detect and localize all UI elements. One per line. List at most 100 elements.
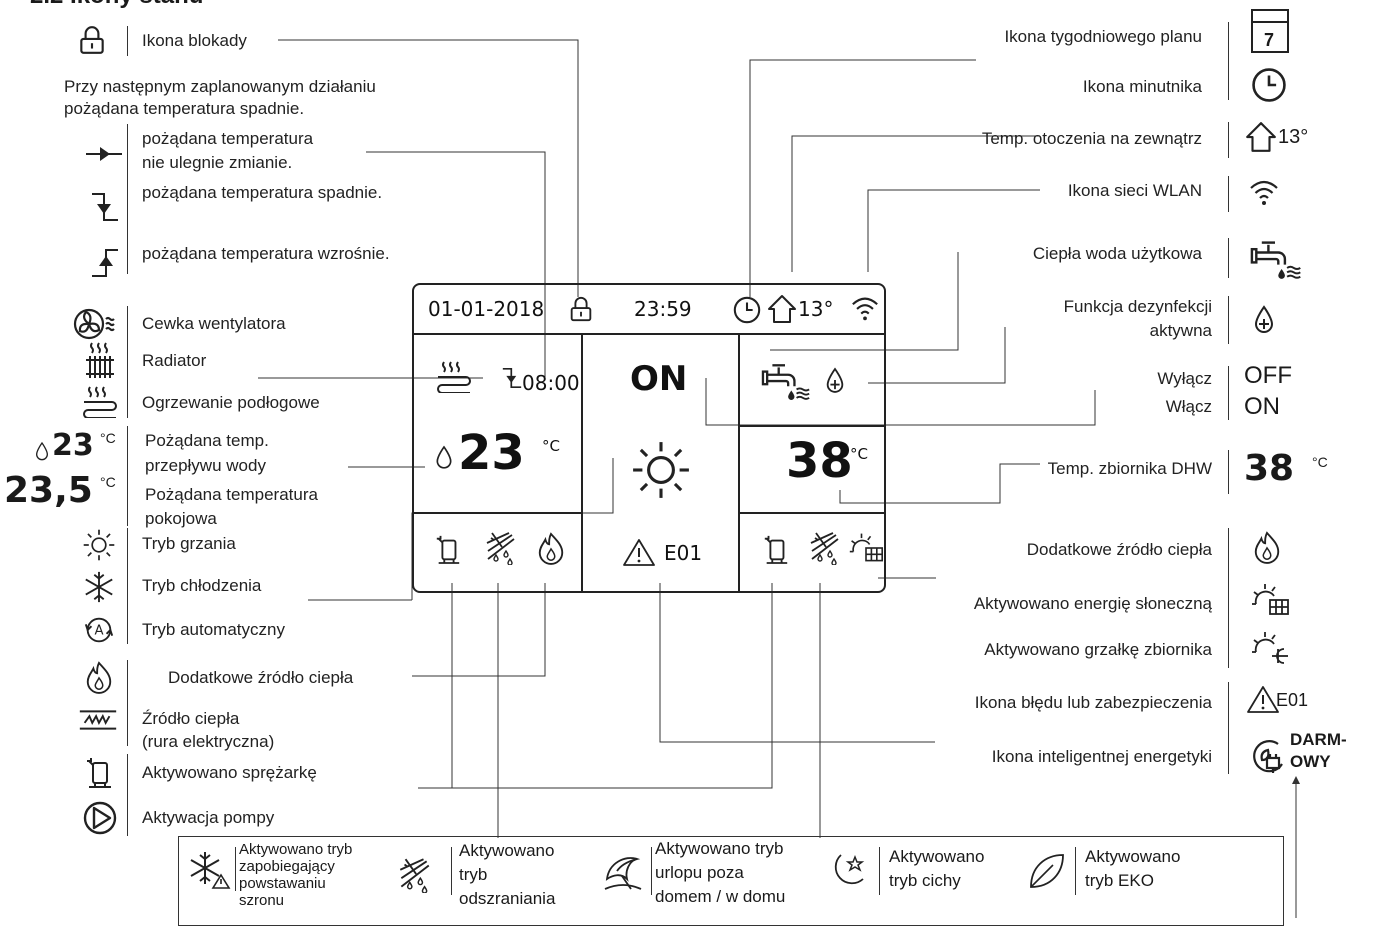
separator [651, 847, 652, 895]
next-action-line2: pożądana temperatura spadnie. [64, 99, 305, 118]
separator [127, 754, 128, 836]
defrost-line1: Aktywowano [459, 841, 555, 860]
separator [1228, 682, 1229, 774]
calendar-number: 7 [1264, 30, 1275, 50]
disinfection-line2: aktywna [1149, 321, 1212, 340]
separator [1228, 176, 1229, 212]
tank-temp-example: 38 [1244, 448, 1295, 489]
bottom-legend: Aktywowano tryb zapobiegający powstawani… [178, 836, 1284, 926]
house-icon [766, 293, 798, 325]
next-action-line1: Przy następnym zaplanowanym działaniu [64, 77, 376, 96]
floor-heating-icon [80, 384, 120, 418]
water-flow-temp: 23 [458, 425, 525, 481]
temperature-rise-icon [92, 249, 118, 277]
tank-temp-example-unit: °C [1312, 454, 1328, 470]
defrost-line3: odszraniania [459, 889, 556, 908]
defrost-line2: tryb [459, 865, 488, 884]
heating-mode-label: Tryb grzania [142, 534, 236, 553]
separator [1075, 847, 1076, 895]
antifreeze-icon [187, 849, 231, 889]
separator [127, 306, 128, 418]
lock-icon [567, 295, 595, 323]
sun-icon [82, 528, 116, 562]
holiday-line2: urlopu poza [655, 863, 744, 882]
on-status: ON [630, 359, 688, 399]
page-title: 2.2 Ikony stanu [30, 0, 203, 10]
holiday-line1: Aktywowano tryb [655, 839, 784, 858]
timer-label: Ikona minutnika [1082, 77, 1202, 96]
water-flow-example: 23 [52, 428, 94, 463]
smart-energy-icon [1248, 736, 1288, 776]
snowflake-icon [82, 570, 116, 604]
on-value: ON [1244, 393, 1280, 420]
holiday-line3: domem / w domu [655, 887, 786, 906]
solar-icon [848, 531, 884, 565]
display-divider [738, 425, 884, 427]
wifi-icon [1248, 176, 1280, 208]
separator [127, 426, 128, 526]
no-change-line2: nie ulegnie zmianie. [142, 153, 293, 172]
separator [1228, 528, 1229, 668]
water-drop-icon [34, 440, 50, 462]
dhw-label: Ciepła woda użytkowa [1032, 244, 1202, 263]
solar-label: Aktywowano energię słoneczną [973, 594, 1212, 613]
defrost-icon [482, 529, 518, 565]
compressor-label: Aktywowano sprężarkę [142, 763, 317, 782]
separator [879, 847, 880, 895]
flame-icon [1252, 530, 1282, 564]
hot-water-tap-icon [758, 359, 812, 401]
on-label: Włącz [1165, 397, 1212, 416]
flame-icon [536, 531, 566, 565]
display-date: 01-01-2018 [428, 297, 545, 321]
floor-heating-icon [434, 359, 474, 393]
separator [1228, 122, 1229, 158]
free-line2: OWY [1290, 752, 1331, 771]
warning-icon [622, 537, 656, 567]
antifreeze-line4: szronu [239, 892, 285, 909]
water-flow-unit: °C [542, 437, 560, 455]
solar-icon [1250, 582, 1290, 618]
tank-temp: 38 [786, 433, 853, 489]
extra-heat-source-label: Dodatkowe źródło ciepła [168, 668, 354, 687]
free-line1: DARM- [1290, 730, 1347, 749]
separator [127, 528, 128, 644]
display-divider [738, 333, 740, 591]
separator [127, 124, 128, 274]
cooling-mode-label: Tryb chłodzenia [142, 576, 262, 595]
eco-line1: Aktywowano [1085, 847, 1181, 866]
silent-line2: tryb cichy [889, 871, 961, 890]
outdoor-temp-label: Temp. otoczenia na zewnątrz [981, 129, 1202, 148]
defrost-icon [395, 855, 433, 893]
antifreeze-line3: powstawaniu [239, 875, 326, 892]
silent-line1: Aktywowano [889, 847, 985, 866]
separator [1228, 22, 1229, 100]
tank-heater-label: Aktywowano grzałkę zbiornika [984, 640, 1212, 659]
separator [1228, 450, 1229, 494]
wlan-label: Ikona sieci WLAN [1067, 181, 1202, 200]
timer-icon [1250, 66, 1288, 104]
separator [451, 847, 452, 895]
sun-icon [630, 439, 692, 501]
compressor-icon [762, 531, 790, 567]
electric-heater-icon [76, 708, 120, 732]
display-outdoor-temp: 13° [798, 297, 834, 321]
display-time: 23:59 [634, 297, 692, 321]
antifreeze-line2: zapobiegający [239, 858, 335, 875]
separator [127, 660, 128, 746]
lock-icon [76, 24, 108, 56]
display-divider [738, 512, 884, 514]
fan-coil-label: Cewka wentylatora [142, 314, 286, 333]
no-change-arrow-icon [86, 147, 122, 161]
temperature-drop-icon [92, 193, 118, 221]
error-example: E01 [1276, 690, 1309, 710]
controller-display: 01-01-2018 23:59 13° 08:00 23 °C ON E01 … [412, 283, 886, 593]
off-label: Wyłącz [1157, 369, 1212, 388]
water-flow-unit: °C [100, 430, 116, 446]
compressor-icon [84, 754, 114, 790]
pump-label: Aktywacja pompy [142, 808, 275, 827]
radiator-icon [82, 340, 116, 380]
separator [1228, 238, 1229, 278]
defrost-icon [806, 529, 842, 565]
separator [127, 26, 128, 56]
disinfection-icon [824, 365, 846, 395]
